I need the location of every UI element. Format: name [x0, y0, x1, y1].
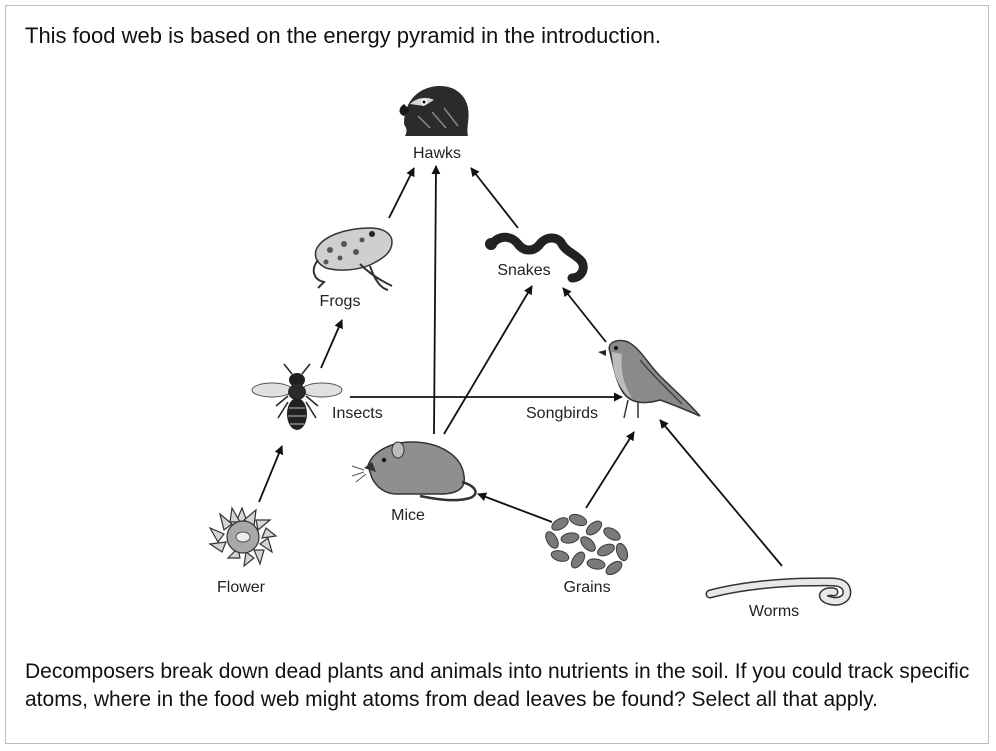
- hawks-label: Hawks: [413, 145, 461, 162]
- worms-label: Worms: [749, 603, 799, 620]
- mouse-icon: [352, 442, 476, 500]
- arrow-grains-to-mice: [478, 494, 552, 522]
- worm-icon: [710, 582, 847, 601]
- hawk-icon: [400, 86, 469, 136]
- arrow-worms-to-songbirds: [660, 420, 782, 566]
- arrow-snakes-to-hawks: [471, 168, 518, 228]
- arrow-mice-to-hawks: [434, 166, 436, 434]
- flower-icon: [210, 508, 276, 566]
- arrow-grains-to-songbirds: [586, 432, 634, 508]
- arrow-mice-to-snakes: [444, 286, 532, 434]
- grains-label: Grains: [563, 579, 610, 596]
- frogs-label: Frogs: [320, 293, 361, 310]
- insect-icon: [252, 364, 342, 430]
- songbirds-label: Songbirds: [526, 405, 598, 422]
- arrow-frogs-to-hawks: [389, 168, 414, 218]
- arrow-songbirds-to-snakes: [563, 288, 606, 342]
- songbird-icon: [598, 340, 700, 418]
- arrow-insects-to-frogs: [321, 320, 342, 368]
- mice-label: Mice: [391, 507, 425, 524]
- arrow-flower-to-insects: [259, 446, 282, 502]
- frog-icon: [314, 228, 392, 290]
- flower-label: Flower: [217, 579, 266, 596]
- snakes-label: Snakes: [497, 262, 550, 279]
- question-text: Decomposers break down dead plants and a…: [25, 658, 975, 714]
- insects-label: Insects: [332, 405, 383, 422]
- grains-icon: [543, 512, 630, 577]
